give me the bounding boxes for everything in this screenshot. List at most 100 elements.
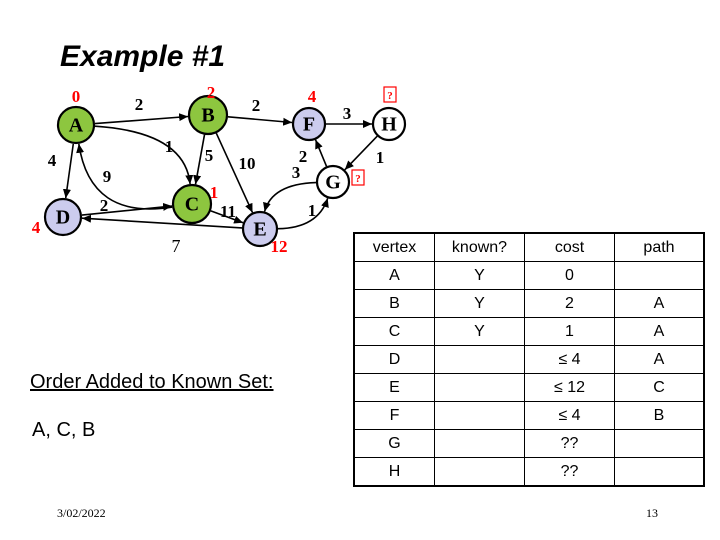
- node-C: [171, 183, 213, 225]
- cost-label-E: 12: [271, 237, 288, 256]
- edge-weight-E-D: 7: [172, 236, 181, 256]
- edge-B-E: [215, 132, 254, 213]
- edge-B-F: [227, 116, 293, 126]
- cell-C-known: Y: [434, 317, 525, 346]
- edge-E-G: [277, 197, 329, 230]
- column-header-known: known?: [434, 232, 525, 262]
- cell-A-cost: 0: [524, 261, 615, 290]
- edge-H-G: [344, 135, 378, 171]
- node-F: [291, 106, 327, 142]
- node-label-A: A: [69, 115, 84, 137]
- cell-A-vertex: A: [353, 261, 435, 290]
- footer-date: 3/02/2022: [57, 506, 106, 520]
- edge-E-D: [81, 214, 243, 229]
- cell-F-cost: ≤ 4: [524, 401, 615, 430]
- cell-B-path: A: [614, 289, 705, 318]
- cell-D-known: [434, 345, 525, 374]
- edge-B-C: [193, 134, 206, 185]
- edge-A-C: [94, 125, 194, 185]
- node-D: [43, 197, 83, 237]
- cost-label-B: 2: [207, 83, 216, 102]
- cost-label-A: 0: [72, 87, 81, 106]
- cell-C-path: A: [614, 317, 705, 346]
- node-label-F: F: [303, 114, 315, 136]
- edge-weight-E-G: 1: [308, 201, 317, 220]
- unknown-cost-box-G: [351, 169, 365, 186]
- column-header-path: path: [614, 232, 705, 262]
- cell-A-known: Y: [434, 261, 525, 290]
- edge-weight-A-C: 1: [165, 137, 174, 156]
- cell-D-path: A: [614, 345, 705, 374]
- table-row-G: G??: [353, 429, 705, 458]
- cost-label-F: 4: [308, 87, 317, 106]
- cell-D-vertex: D: [353, 345, 435, 374]
- unknown-cost-mark-G: ?: [355, 173, 361, 185]
- edge-weight-G-F: 2: [299, 147, 308, 166]
- edge-weight-B-C: 5: [205, 146, 214, 165]
- cell-G-cost: ??: [524, 429, 615, 458]
- edge-G-F: [314, 139, 328, 167]
- edge-weight-G-E: 3: [292, 163, 301, 182]
- cell-G-known: [434, 429, 525, 458]
- cell-H-cost: ??: [524, 457, 615, 487]
- cell-F-vertex: F: [353, 401, 435, 430]
- node-A: [56, 105, 96, 145]
- edge-C-E: [210, 210, 244, 224]
- cell-B-known: Y: [434, 289, 525, 318]
- cell-H-path: [614, 457, 705, 487]
- edge-weight-A-B: 2: [135, 95, 144, 114]
- page-number: 13: [646, 506, 658, 520]
- edge-weight-B-F: 2: [252, 96, 261, 115]
- node-label-C: C: [185, 194, 199, 216]
- node-G: [315, 164, 351, 200]
- edge-weight-C-E: 11: [220, 202, 236, 221]
- cell-E-path: C: [614, 373, 705, 402]
- node-H: [371, 106, 407, 142]
- node-label-H: H: [381, 114, 397, 136]
- node-E: [241, 210, 279, 248]
- cell-E-known: [434, 373, 525, 402]
- edge-weight-F-H: 3: [343, 104, 352, 123]
- node-label-E: E: [253, 219, 266, 241]
- node-label-G: G: [325, 172, 341, 194]
- cost-label-C: 1: [210, 183, 219, 202]
- order-added-label: Order Added to Known Set:: [30, 371, 274, 393]
- edge-D-C: [81, 202, 173, 216]
- node-B: [187, 94, 229, 136]
- unknown-cost-box-H: [383, 86, 397, 103]
- slide-title: Example #1: [60, 40, 226, 73]
- cell-H-known: [434, 457, 525, 487]
- cost-label-D: 4: [32, 218, 41, 237]
- cell-G-vertex: G: [353, 429, 435, 458]
- node-label-D: D: [56, 207, 70, 229]
- edge-G-E: [263, 181, 317, 212]
- edge-weight-H-G: 1: [376, 148, 385, 167]
- edge-A-D: [62, 143, 75, 199]
- cell-E-cost: ≤ 12: [524, 373, 615, 402]
- edge-C-A: [76, 143, 173, 210]
- cell-D-cost: ≤ 4: [524, 345, 615, 374]
- column-header-cost: cost: [524, 232, 615, 262]
- cell-B-vertex: B: [353, 289, 435, 318]
- cell-F-path: B: [614, 401, 705, 430]
- cell-A-path: [614, 261, 705, 290]
- unknown-cost-mark-H: ?: [387, 90, 393, 102]
- cell-B-cost: 2: [524, 289, 615, 318]
- column-header-vertex: vertex: [353, 232, 435, 262]
- node-label-B: B: [201, 105, 214, 127]
- cell-E-vertex: E: [353, 373, 435, 402]
- cell-H-vertex: H: [353, 457, 435, 487]
- edge-A-B: [94, 113, 189, 125]
- cell-G-path: [614, 429, 705, 458]
- table-row-H: H??: [353, 457, 705, 487]
- cell-C-cost: 1: [524, 317, 615, 346]
